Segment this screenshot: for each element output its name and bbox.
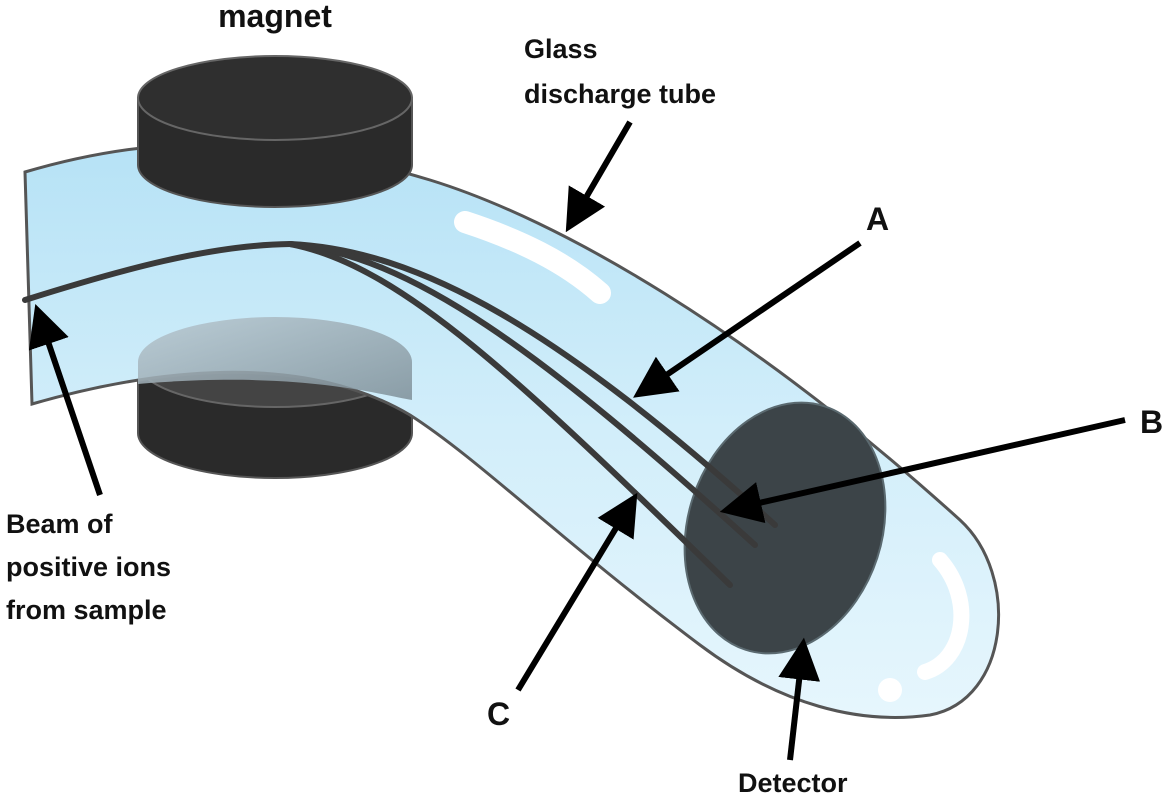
bottom-magnet-through-glass <box>138 317 412 400</box>
arrow-glass-tube <box>565 120 633 233</box>
ion-beam-paths <box>22 241 778 588</box>
beam-label-line1: Beam of <box>6 509 114 539</box>
ion-path-incoming <box>22 241 293 303</box>
path-b-label: B <box>1140 404 1163 440</box>
ion-path-a <box>287 241 778 528</box>
arrow-c <box>515 492 638 692</box>
glass-tube-label-line1: Glass <box>524 34 598 64</box>
annotation-arrows <box>28 120 1126 761</box>
glass-tube-label-line2: discharge tube <box>524 79 716 109</box>
beam-label-line3: from sample <box>6 595 167 625</box>
glass-highlight-end <box>917 552 970 680</box>
arrow-a <box>633 240 862 398</box>
glass-highlight-top <box>454 211 611 304</box>
ion-path-c <box>287 241 733 588</box>
detector-label: Detector <box>738 768 848 798</box>
magnet-label: magnet <box>218 0 332 34</box>
path-a-label: A <box>866 201 889 237</box>
top-magnet <box>137 55 413 208</box>
path-c-label: C <box>487 696 510 732</box>
detector-plate <box>683 401 887 655</box>
beam-label-line2: positive ions <box>6 552 171 582</box>
arrow-beam <box>28 304 103 496</box>
ion-path-b <box>287 241 758 548</box>
arrow-b <box>719 417 1126 524</box>
arrow-detector <box>778 637 821 761</box>
glass-highlight-dot <box>878 678 902 702</box>
